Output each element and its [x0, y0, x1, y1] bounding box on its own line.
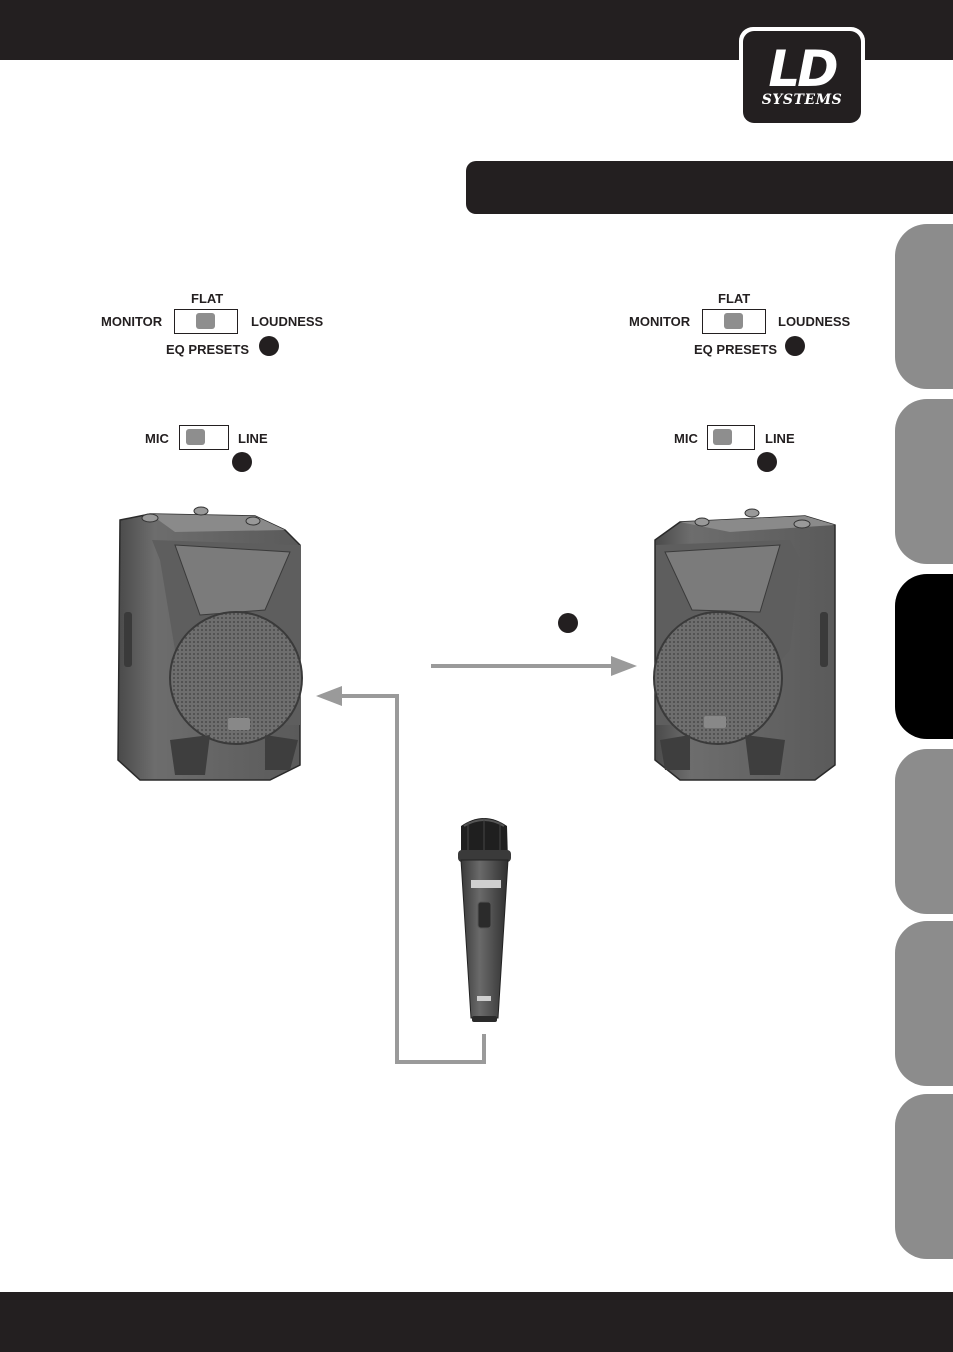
logo-systems-text: SYSTEMS [761, 92, 843, 108]
mic-label-right: MIC [674, 431, 698, 446]
eq-monitor-label-right: MONITOR [629, 314, 691, 329]
link-indicator-dot [558, 613, 578, 633]
side-tab-4[interactable] [895, 749, 953, 914]
input-indicator-dot-right [757, 452, 777, 472]
mic-line-knob-left[interactable] [186, 429, 205, 445]
mic-line-knob-right[interactable] [713, 429, 732, 445]
eq-flat-label-right: FLAT [718, 291, 751, 306]
mic-line-switch-left[interactable] [179, 425, 229, 450]
right-speaker [653, 508, 836, 781]
logo-ld-text: LD [768, 40, 838, 98]
mic-line-switch-right[interactable] [707, 425, 755, 450]
side-tab-2[interactable] [895, 399, 953, 564]
eq-preset-switch-right[interactable] [702, 309, 766, 334]
side-tab-5[interactable] [895, 921, 953, 1086]
side-tab-1[interactable] [895, 224, 953, 389]
link-arrow [431, 656, 637, 676]
eq-indicator-dot-left [259, 336, 279, 356]
eq-flat-label-left: FLAT [191, 291, 224, 306]
eq-loudness-label-right: LOUDNESS [778, 314, 851, 329]
eq-presets-caption-left: EQ PRESETS [166, 342, 250, 357]
eq-loudness-label-left: LOUDNESS [251, 314, 324, 329]
section-title-bar [466, 161, 953, 214]
eq-indicator-dot-right [785, 336, 805, 356]
left-speaker [117, 506, 303, 781]
side-tab-3-active[interactable] [895, 574, 953, 739]
footer-bar [0, 1292, 953, 1352]
eq-monitor-label-left: MONITOR [101, 314, 163, 329]
side-tab-6[interactable] [895, 1094, 953, 1259]
mic-cable [316, 686, 486, 1064]
line-label-right: LINE [765, 431, 795, 446]
ld-systems-logo: LD SYSTEMS [739, 27, 865, 127]
eq-presets-caption-right: EQ PRESETS [694, 342, 778, 357]
line-label-left: LINE [238, 431, 268, 446]
eq-switch-knob-left[interactable] [196, 313, 215, 329]
eq-preset-switch-left[interactable] [174, 309, 238, 334]
mic-label-left: MIC [145, 431, 169, 446]
input-indicator-dot-left [232, 452, 252, 472]
microphone [458, 818, 511, 1022]
eq-switch-knob-right[interactable] [724, 313, 743, 329]
